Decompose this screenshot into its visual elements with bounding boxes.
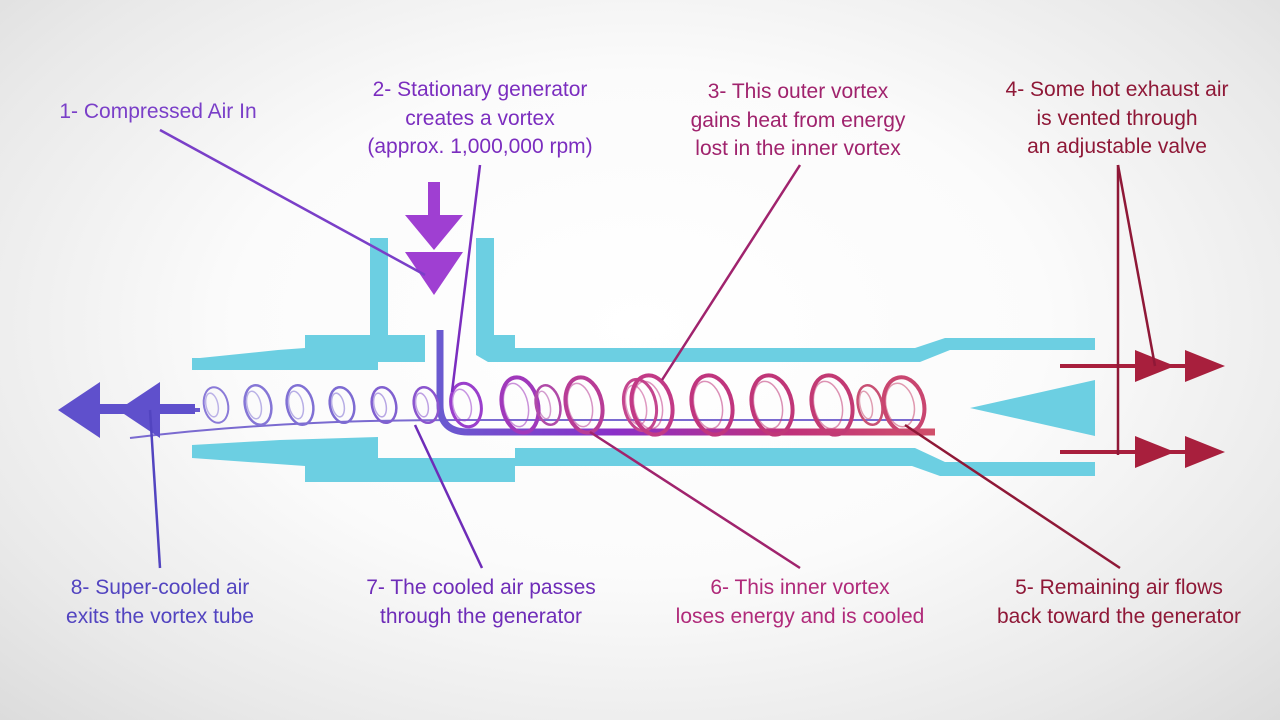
label-step5: 5- Remaining air flows back toward the ge… — [997, 574, 1241, 631]
vortex-coil-inner — [884, 382, 916, 428]
leader-step6 — [589, 430, 801, 570]
label-step8-line-2: exits the vortex tube — [66, 604, 254, 628]
vortex-coil-inner — [858, 390, 874, 420]
label-step2-line-3: (approx. 1,000,000 rpm) — [367, 135, 593, 158]
vortex-coil-inner — [330, 392, 346, 418]
label-step1: 1- Compressed Air In — [59, 98, 256, 127]
label-step8: 8- Super-cooled air exits the vortex tube — [66, 574, 254, 631]
vortex-coil — [243, 384, 273, 426]
label-step8-line-1: 8- Super-cooled air — [70, 576, 250, 599]
injection-bend — [436, 330, 935, 436]
vortex-coil — [749, 373, 795, 437]
vortex-coil — [449, 381, 483, 429]
vortex-tube-body — [192, 238, 1095, 482]
vortex-coil — [809, 373, 855, 437]
label-step2-line-2: creates a vortex — [405, 106, 555, 130]
vortex-coil-inner — [566, 382, 594, 428]
vortex-coil-inner — [632, 380, 664, 430]
compressed-air-arrow — [405, 182, 463, 295]
hot-exhaust-arrows — [1060, 350, 1225, 468]
leader-step5 — [904, 423, 1121, 570]
label-step4-line-1: 4- Some hot exhaust air — [1005, 78, 1229, 101]
inner-return-line — [129, 419, 920, 439]
leader-step3 — [660, 164, 802, 381]
leader-step4a — [1116, 164, 1157, 367]
vortex-coil-inner — [752, 380, 784, 430]
label-step4-line-3: an adjustable valve — [1027, 135, 1207, 158]
leader-lines — [148, 128, 1157, 570]
flow-arrows — [58, 182, 1225, 468]
leader-step1 — [159, 128, 426, 277]
vortex-coil — [534, 384, 562, 426]
cold-exit-arrows — [58, 382, 195, 438]
leader-step2 — [450, 164, 482, 393]
label-step6: 6- This inner vortex loses energy and is … — [676, 574, 925, 631]
vortex-coil-inner — [372, 392, 388, 418]
tube-bottom-wall — [192, 437, 1095, 482]
label-step3-line-1: 3- This outer vortex — [707, 80, 889, 103]
leader-step8 — [148, 409, 162, 569]
vortex-coils — [202, 373, 927, 437]
tube-top-wall-right — [476, 238, 1095, 362]
vortex-coil-inner — [536, 390, 552, 420]
vortex-coil — [881, 375, 927, 435]
vortex-coil-inner — [451, 388, 473, 422]
vortex-coil — [202, 386, 230, 424]
label-step2: 2- Stationary generator creates a vortex (… — [367, 76, 592, 162]
vortex-coil-inner — [204, 392, 220, 418]
label-step7-line-2: through the generator — [380, 604, 582, 628]
vortex-coil-inner — [414, 392, 430, 418]
vortex-coil-inner — [812, 380, 844, 430]
label-step1-line-1: 1- Compressed Air In — [59, 100, 257, 123]
label-step3-line-2: gains heat from energy — [690, 108, 906, 132]
vortex-coil-inner — [287, 390, 305, 420]
label-step2-line-1: 2- Stationary generator — [372, 78, 588, 101]
vortex-coil — [412, 385, 440, 425]
vortex-coil — [370, 385, 398, 425]
vortex-coil — [285, 384, 315, 426]
vortex-coil-inner — [502, 382, 530, 428]
leader-step7 — [413, 424, 484, 569]
tube-top-wall — [192, 238, 425, 370]
label-step7-line-1: 7- The cooled air passes — [366, 576, 596, 599]
label-step4-line-2: is vented through — [1036, 106, 1198, 130]
label-step5-line-1: 5- Remaining air flows — [1015, 576, 1223, 599]
vortex-coil-inner — [245, 390, 263, 420]
vortex-coil — [689, 373, 735, 437]
label-step6-line-1: 6- This inner vortex — [710, 576, 890, 599]
label-step3-line-3: lost in the inner vortex — [695, 137, 901, 160]
vortex-coil — [629, 373, 675, 437]
label-step5-line-2: back toward the generator — [997, 604, 1241, 628]
label-step3: 3- This outer vortex gains heat from ener… — [691, 78, 906, 164]
label-step4: 4- Some hot exhaust air is vented through… — [1006, 76, 1229, 162]
label-step7: 7- The cooled air passes through the gene… — [366, 574, 596, 631]
vortex-coil — [328, 385, 356, 425]
vortex-coil-inner — [692, 380, 724, 430]
label-step6-line-2: loses energy and is cooled — [675, 604, 925, 628]
adjustable-valve-cone — [970, 380, 1095, 436]
